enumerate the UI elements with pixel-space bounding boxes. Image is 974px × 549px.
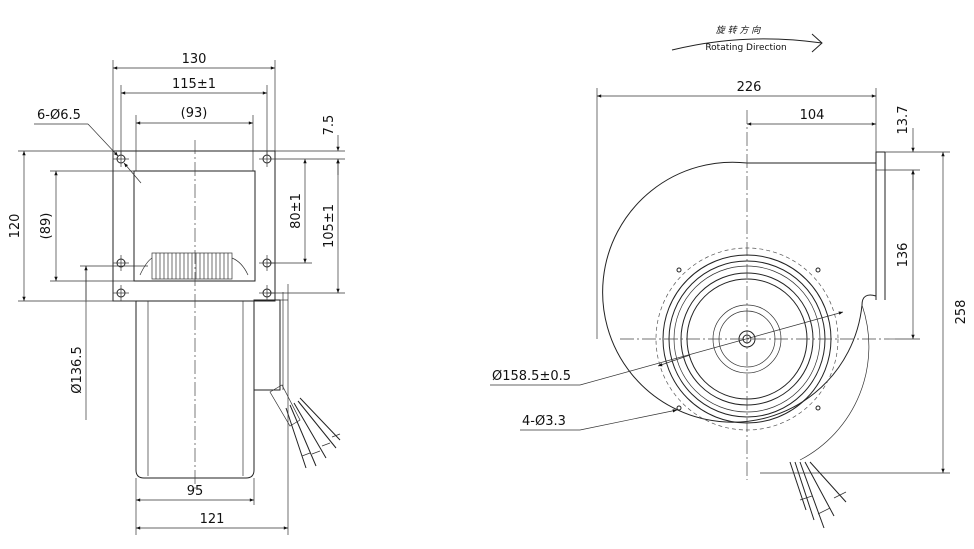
dim-158-5-label: Ø158.5±0.5 bbox=[492, 369, 571, 384]
dim-7-5-label: 7.5 bbox=[322, 115, 337, 136]
dim-104-label: 104 bbox=[800, 108, 825, 123]
dim-6-holes-label: 6-Ø6.5 bbox=[37, 108, 81, 123]
dim-4-holes-label: 4-Ø3.3 bbox=[522, 414, 566, 429]
front-view: 旋 转 方 向 Rotating Direction bbox=[490, 25, 969, 529]
dim-130-label: 130 bbox=[182, 52, 207, 67]
dim-13-7-label: 13.7 bbox=[896, 106, 911, 135]
dim-121-label: 121 bbox=[200, 512, 225, 527]
mounting-plate bbox=[112, 150, 276, 302]
mounting-holes bbox=[113, 151, 275, 301]
rotation-label-cn: 旋 转 方 向 bbox=[716, 25, 762, 36]
cable-bundle-front bbox=[789, 461, 847, 529]
dim-80-label: 80±1 bbox=[289, 193, 304, 229]
dim-93-label: (93) bbox=[181, 106, 208, 121]
motor-mount-holes bbox=[676, 267, 821, 411]
impeller-blades bbox=[139, 252, 249, 280]
plate-opening bbox=[133, 170, 256, 282]
dim-95-label: 95 bbox=[187, 484, 204, 499]
dim-136-5-label: Ø136.5 bbox=[70, 346, 85, 393]
dim-115-label: 115±1 bbox=[172, 77, 216, 92]
side-view: 130 115±1 (93) 7.5 6-Ø6.5 120 (89) 80±1 bbox=[8, 52, 345, 535]
rotation-direction-arrow: 旋 转 方 向 Rotating Direction bbox=[671, 25, 823, 53]
scroll-housing bbox=[602, 151, 886, 423]
motor-side-plate bbox=[253, 299, 281, 391]
dim-105-label: 105±1 bbox=[322, 204, 337, 248]
dim-120-label: 120 bbox=[8, 214, 23, 239]
dim-258-label: 258 bbox=[954, 300, 969, 325]
cable-bundle bbox=[269, 384, 341, 469]
rotation-label-en: Rotating Direction bbox=[705, 43, 786, 53]
dim-89-label: (89) bbox=[39, 213, 54, 240]
dim-136-label: 136 bbox=[896, 243, 911, 268]
dim-226-label: 226 bbox=[737, 80, 762, 95]
